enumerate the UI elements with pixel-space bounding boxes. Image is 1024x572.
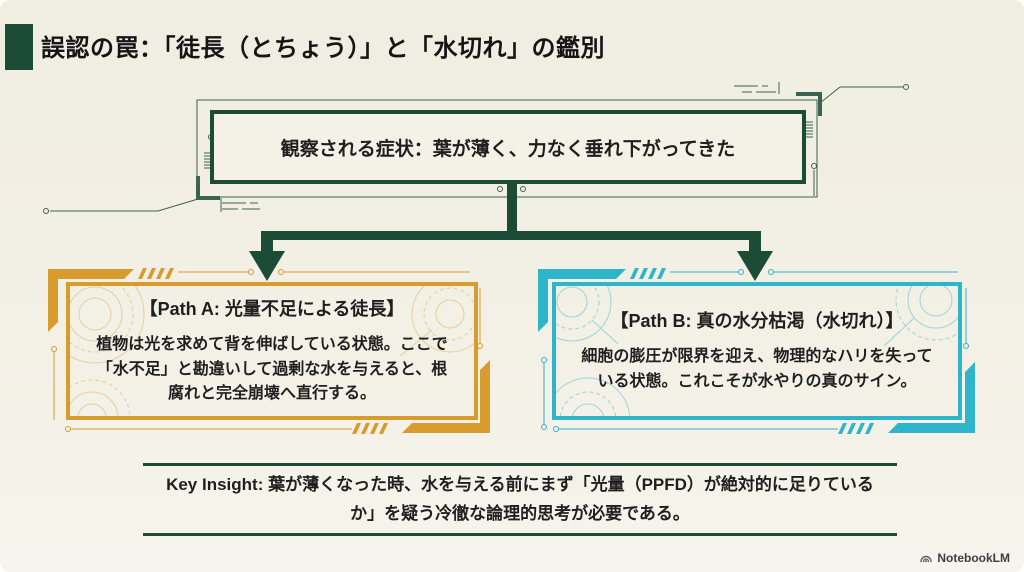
title-block: 誤認の罠：「徒長（とちょう）」と「水切れ」の鑑別 [0, 22, 1024, 72]
symptom-text: 観察される症状：葉が薄く、力なく垂れ下がってきた [280, 138, 736, 160]
symptom-box: 観察される症状：葉が薄く、力なく垂れ下がってきた [210, 110, 806, 184]
notebooklm-arc-icon [920, 555, 933, 563]
path-b-frame-decor [538, 268, 975, 434]
key-insight-box: Key Insight: 葉が薄くなった時、水を与える前にまず「光量（PPFD）… [143, 463, 897, 536]
path-b-body: 細胞の膨圧が限界を迎え、物理的なハリを失っている状態。これこそが水やりの真のサイ… [581, 348, 933, 390]
path-b-mandala-decor [554, 284, 960, 418]
page-title: 誤認の罠：「徒長（とちょう）」と「水切れ」の鑑別 [41, 35, 605, 62]
path-a-box: 【Path A: 光量不足による徒長】 植物は光を求めて背を伸ばしている状態。こ… [66, 282, 478, 420]
path-a-title: 【Path A: 光量不足による徒長】 [139, 298, 405, 319]
title-accent-bar [5, 24, 33, 70]
flow-connector [249, 184, 773, 281]
footer-brand-label: NotebookLM [937, 551, 1010, 565]
path-b-title: 【Path B: 真の水分枯渇（水切れ）】 [610, 311, 904, 332]
path-a-body: 植物は光を求めて背を伸ばしている状態。ここで「水不足」と勘違いして過剰な水を与え… [96, 335, 448, 403]
arrow-down-left-icon [249, 251, 285, 281]
key-insight-text: Key Insight: 葉が薄くなった時、水を与える前にまず「光量（PPFD）… [166, 474, 874, 523]
arrow-down-right-icon [737, 251, 773, 281]
path-a-mandala-decor [68, 284, 476, 418]
path-b-box: 【Path B: 真の水分枯渇（水切れ）】 細胞の膨圧が限界を迎え、物理的なハリ… [552, 282, 962, 420]
path-a-frame-decor [48, 268, 490, 434]
footer-brand: NotebookLM [919, 551, 1010, 565]
